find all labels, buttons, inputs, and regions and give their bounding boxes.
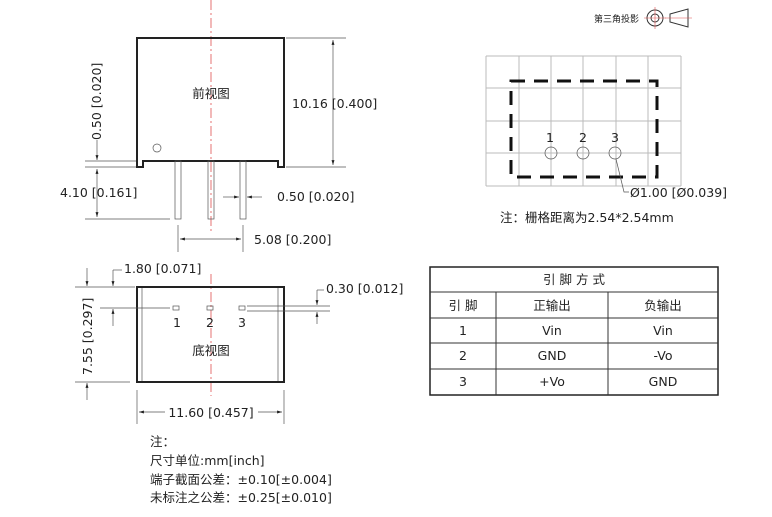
pad-2: [206, 305, 214, 311]
pin-2: [207, 160, 215, 220]
dim-height: 10.16 [0.400]: [292, 96, 377, 111]
dim-standoff: 0.50 [0.020]: [89, 63, 104, 140]
dim-pin-thickness: 0.30 [0.012]: [326, 281, 403, 296]
pin-table: 引 脚 方 式 引 脚 正输出 负输出 1 Vin Vin 2 GND -Vo …: [429, 266, 719, 396]
table-cell: Vin: [542, 323, 562, 338]
note-line: 注：: [150, 434, 175, 449]
grid: [485, 55, 682, 187]
hole-2: [576, 146, 590, 160]
dim-pin-length: 4.10 [0.161]: [60, 185, 137, 200]
table-cell: 3: [459, 374, 467, 389]
module-body-bottom: [136, 286, 285, 383]
grid-note: 注：栅格距离为2.54*2.54mm: [500, 210, 674, 225]
table-row: 3 +Vo GND: [459, 374, 677, 389]
front-view: 前视图 10.16 [0.400] 0.50 [0.020] 4.10 [0.1…: [60, 0, 377, 252]
bottom-view: 1 2 3 底视图 1.80 [0.071] 7.55 [0.297] 0.30…: [75, 261, 403, 424]
pin1-marker: [152, 143, 162, 153]
dim-depth: 7.55 [0.297]: [80, 298, 95, 375]
note-line: 端子截面公差：±0.10[±0.004]: [150, 472, 332, 487]
dim-pin-width: 0.50 [0.020]: [277, 189, 354, 204]
pin-number: 1: [173, 315, 181, 330]
pin-number: 2: [579, 130, 587, 145]
projection-cone-icon: [669, 8, 689, 28]
note-line: 尺寸单位:mm[inch]: [150, 453, 265, 468]
bottom-view-label: 底视图: [192, 343, 230, 358]
dim-pin-offset: 1.80 [0.071]: [124, 261, 201, 276]
hole-3: [608, 146, 622, 160]
module-body-front: [136, 37, 285, 168]
table-header: 正输出: [533, 298, 571, 313]
table-title: 引 脚 方 式: [543, 272, 605, 287]
table-header: 负输出: [644, 298, 682, 313]
front-view-label: 前视图: [192, 86, 230, 101]
table-row: 1 Vin Vin: [459, 323, 673, 338]
pin-number: 3: [238, 315, 246, 330]
notes: 注： 尺寸单位:mm[inch] 端子截面公差：±0.10[±0.004] 未标…: [150, 434, 332, 505]
dim-hole: Ø1.00 [Ø0.039]: [630, 185, 727, 200]
pin-number: 3: [611, 130, 619, 145]
note-line: 未标注之公差：±0.25[±0.010]: [150, 490, 332, 505]
projection-symbol: 第三角投影: [594, 7, 692, 29]
pad-1: [172, 305, 180, 311]
table-cell: GND: [538, 348, 567, 363]
hole-1: [544, 146, 558, 160]
pcb-layout: 1 2 3 Ø1.00 [Ø0.039] 注：栅格距离为2.54*2.54mm: [485, 55, 727, 225]
table-cell: -Vo: [653, 348, 672, 363]
table-cell: GND: [649, 374, 678, 389]
table-cell: +Vo: [539, 374, 565, 389]
table-cell: 1: [459, 323, 467, 338]
table-cell: 2: [459, 348, 467, 363]
projection-label: 第三角投影: [594, 13, 639, 25]
dim-pin-pitch: 5.08 [0.200]: [254, 232, 331, 247]
pin-number: 1: [546, 130, 554, 145]
module-outline: [509, 79, 659, 179]
pad-3: [238, 305, 246, 311]
pin-1: [174, 160, 182, 220]
pin-3: [239, 160, 247, 220]
table-cell: Vin: [653, 323, 673, 338]
table-header: 引 脚: [449, 298, 478, 313]
dim-width: 11.60 [0.457]: [168, 405, 253, 420]
pin-number: 2: [206, 315, 214, 330]
table-row: 2 GND -Vo: [459, 348, 672, 363]
